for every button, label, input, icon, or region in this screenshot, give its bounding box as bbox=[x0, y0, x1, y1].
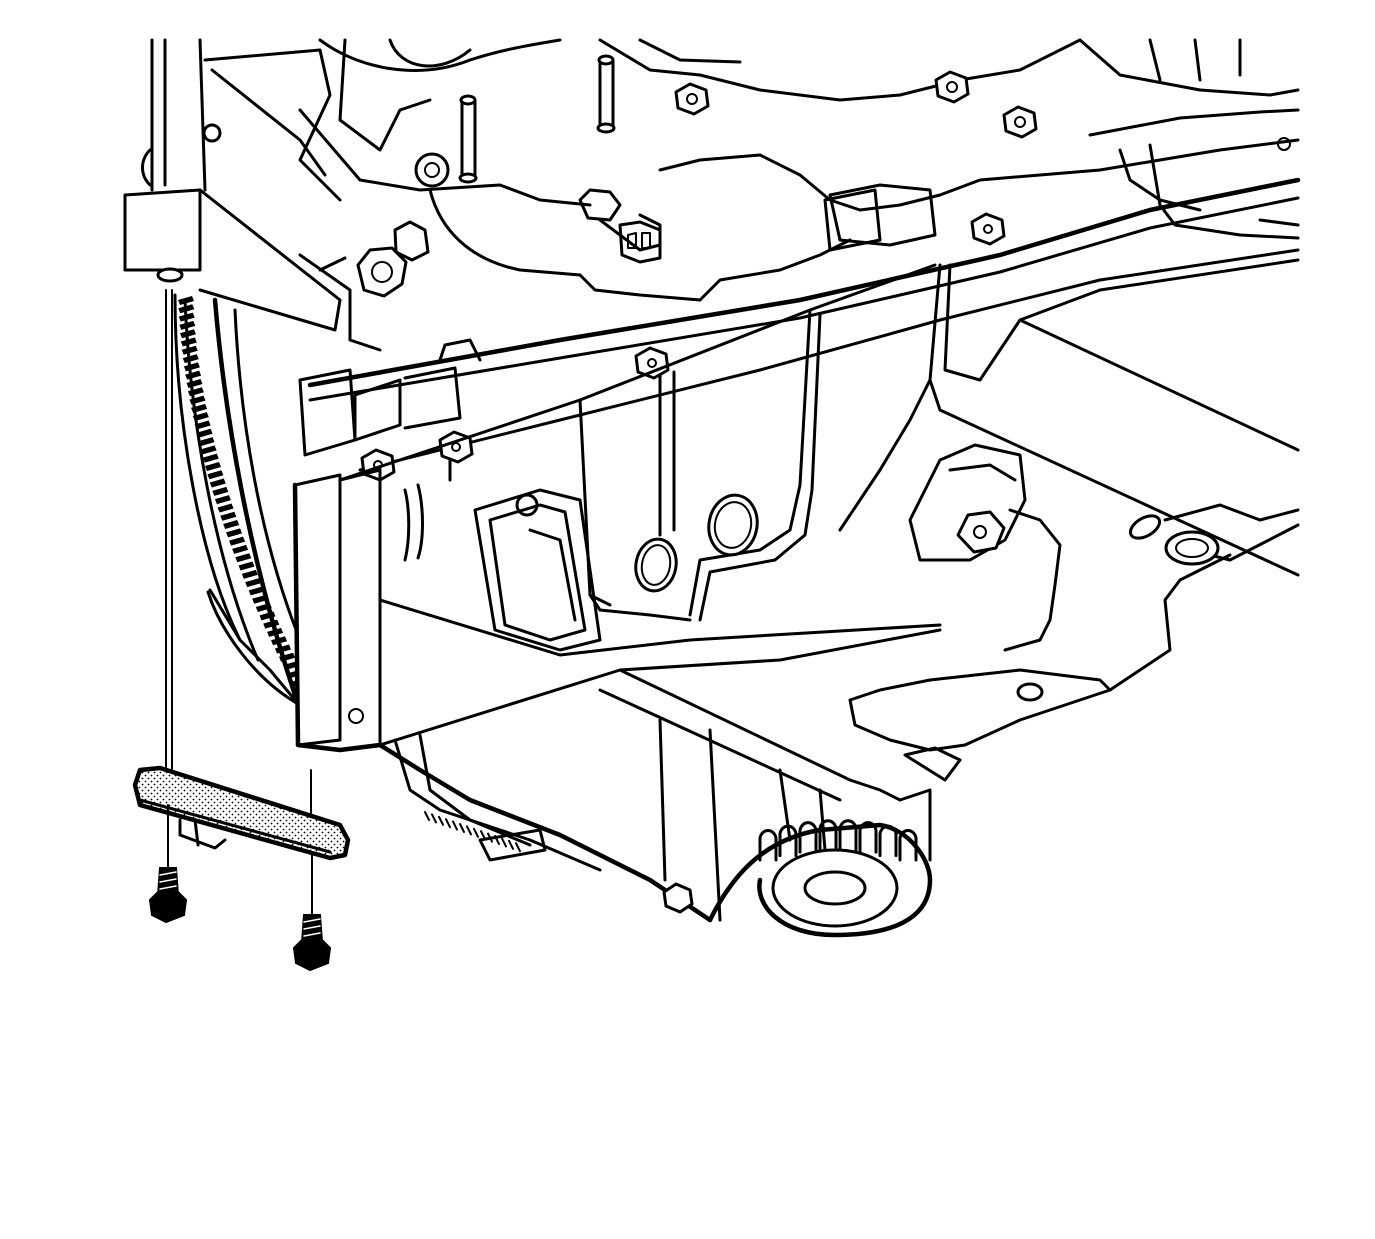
skirt-rib bbox=[508, 839, 514, 850]
gear-tooth bbox=[191, 403, 208, 413]
skirt-rib bbox=[466, 825, 472, 836]
gear-tooth bbox=[248, 586, 265, 596]
skirt-ribs bbox=[424, 811, 521, 853]
gear-tooth bbox=[212, 486, 229, 496]
skirt-rib bbox=[459, 823, 465, 833]
gear-tooth bbox=[189, 395, 206, 405]
skirt-rib bbox=[438, 815, 444, 826]
cover-bolt-right bbox=[292, 854, 332, 972]
skirt-rib bbox=[487, 832, 493, 843]
gear-tooth bbox=[207, 470, 224, 480]
gear-tooth bbox=[238, 561, 255, 571]
gear-tooth bbox=[271, 636, 288, 646]
filter-flute bbox=[778, 824, 798, 858]
gear-tooth bbox=[187, 387, 204, 397]
gear-tooth bbox=[198, 437, 215, 447]
filter-flute bbox=[818, 819, 838, 852]
gear-tooth bbox=[267, 627, 284, 637]
gear-tooth bbox=[259, 611, 276, 621]
gear-tooth bbox=[255, 603, 272, 613]
gear-tooth bbox=[192, 412, 209, 422]
skirt-rib bbox=[473, 827, 479, 838]
skirt-rib bbox=[494, 835, 500, 845]
skirt-rib bbox=[452, 820, 458, 831]
engine-block bbox=[123, 38, 1301, 537]
filter-flute bbox=[858, 821, 878, 854]
gear-tooth bbox=[214, 495, 231, 505]
gear-tooth bbox=[178, 304, 195, 314]
gear-tooth bbox=[217, 503, 234, 513]
gear-tooth bbox=[202, 453, 219, 463]
cover-bolt-left bbox=[148, 804, 188, 924]
gear-tooth bbox=[178, 312, 195, 322]
gear-tooth bbox=[229, 536, 246, 546]
skirt-rib bbox=[424, 811, 430, 821]
oil-filter bbox=[707, 788, 933, 938]
ring-gear-teeth bbox=[178, 296, 312, 695]
gear-tooth bbox=[179, 329, 196, 339]
skirt-rib bbox=[480, 830, 486, 841]
gear-tooth bbox=[252, 594, 269, 604]
skirt-rib bbox=[445, 818, 451, 829]
gear-tooth bbox=[182, 354, 199, 364]
gear-tooth bbox=[263, 619, 280, 629]
gear-tooth bbox=[200, 445, 217, 455]
gear-tooth bbox=[186, 378, 203, 388]
gear-tooth bbox=[223, 520, 240, 530]
gear-tooth bbox=[181, 345, 198, 355]
gear-tooth bbox=[179, 320, 196, 330]
filter-flute bbox=[898, 829, 918, 862]
gear-tooth bbox=[180, 337, 197, 347]
filter-flute bbox=[798, 821, 818, 854]
gear-tooth bbox=[196, 428, 213, 438]
skirt-rib bbox=[515, 842, 521, 853]
skirt-rib bbox=[501, 837, 507, 848]
filter-flute bbox=[758, 829, 778, 862]
filter-flute bbox=[878, 824, 898, 858]
gear-tooth bbox=[183, 362, 200, 372]
oil-pan bbox=[292, 258, 1300, 923]
flywheel-ring-gear bbox=[173, 293, 312, 707]
gear-tooth bbox=[209, 478, 226, 488]
skirt-rib bbox=[431, 813, 437, 824]
gear-tooth bbox=[205, 461, 222, 471]
gear-tooth bbox=[226, 528, 243, 538]
gear-tooth bbox=[241, 569, 258, 579]
filter-flute bbox=[838, 819, 858, 852]
gear-tooth bbox=[220, 511, 237, 521]
flywheel-inspection-cover bbox=[132, 267, 351, 861]
oil-filter-flutes bbox=[758, 819, 918, 862]
gear-tooth bbox=[279, 652, 296, 662]
gear-tooth bbox=[232, 544, 249, 554]
gear-tooth bbox=[185, 370, 202, 380]
gear-tooth bbox=[274, 644, 291, 654]
gear-tooth bbox=[194, 420, 211, 430]
gear-tooth bbox=[178, 296, 194, 305]
gear-tooth bbox=[245, 578, 262, 588]
gear-tooth bbox=[235, 553, 252, 563]
